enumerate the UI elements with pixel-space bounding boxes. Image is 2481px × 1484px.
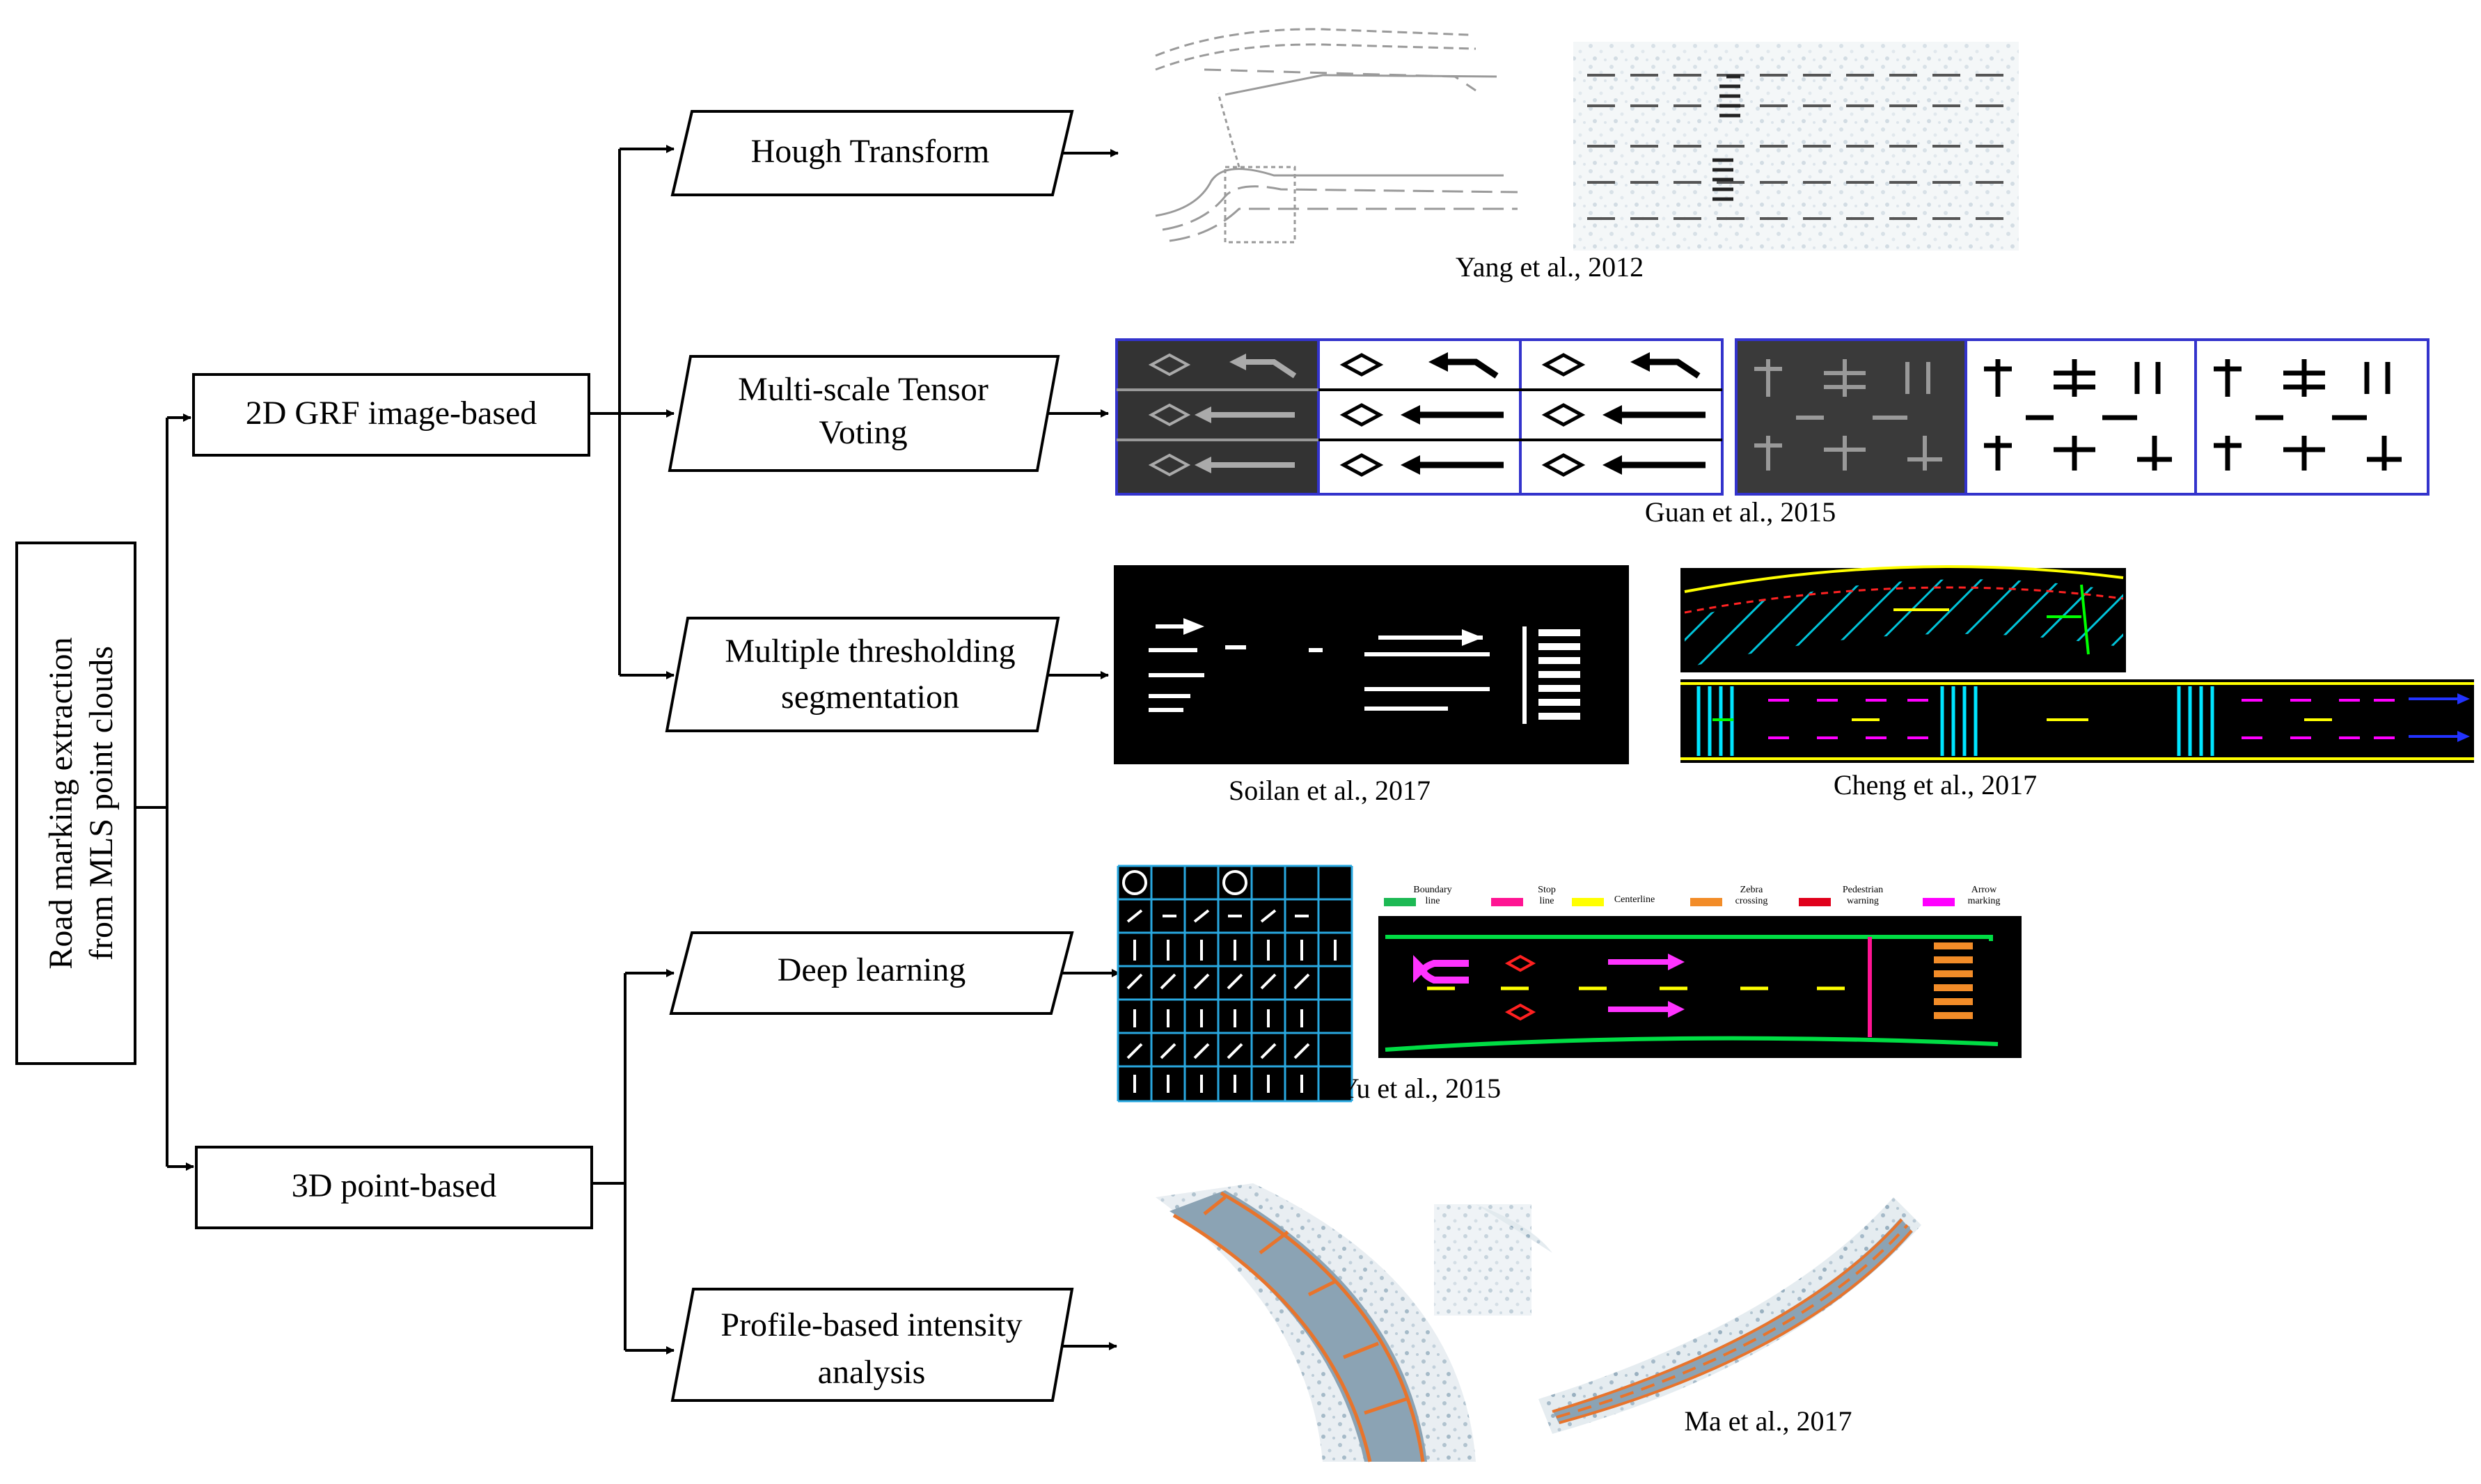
legend-swatch-stop [1491,898,1523,906]
method-profile: Profile-based intensity analysis [670,1288,1074,1402]
legend-arrow-line1: Arrow [1971,885,1997,895]
method-tensor-line1: Multi-scale Tensor [738,371,989,408]
method-hough-line1: Hough Transform [751,133,990,170]
yang-image-right [1573,42,2019,251]
method-tensor-line2: Voting [819,414,907,451]
caption-yu: Yu et al., 2015 [1339,1073,1501,1104]
method-image-arrows [1048,149,1120,1350]
caption-yang: Yang et al., 2012 [1456,251,1644,283]
category-grf: 2D GRF image-based [192,373,590,457]
legend-swatch-pedestrian [1799,898,1831,906]
method-threshold-line1: Multiple thresholding [725,633,1015,670]
legend-arrow-line2: marking [1968,896,2001,906]
caption-ma: Ma et al., 2017 [1684,1405,1852,1437]
method-tensor: Multi-scale Tensor Voting [668,355,1060,472]
legend-boundary-line1: Boundary [1413,885,1451,895]
legend-zebra-line1: Zebra [1740,885,1763,895]
cheng-image [1680,565,2474,763]
method-deep-line1: Deep learning [778,952,966,988]
method-threshold: Multiple thresholding segmentation [665,617,1060,732]
caption-soilan: Soilan et al., 2017 [1229,775,1431,806]
legend-swatch-boundary [1384,898,1416,906]
guan-panel-right [1735,338,2429,496]
root-node: Road marking extraction from MLS point c… [15,542,136,1065]
legend-swatch-arrow [1923,898,1955,906]
category-connectors [589,145,675,1355]
legend-zebra-line2: crossing [1735,896,1768,906]
method-threshold-line2: segmentation [781,679,959,716]
yu-road-image [1378,916,2022,1058]
method-hough: Hough Transform [670,110,1074,196]
method-profile-line2: analysis [818,1354,926,1391]
category-point: 3D point-based [195,1146,593,1229]
legend-pedestrian-line2: warning [1847,896,1879,906]
category-point-label: 3D point-based [292,1167,497,1204]
method-deep: Deep learning [669,931,1074,1015]
caption-cheng: Cheng et al., 2017 [1834,769,2037,800]
legend-centerline-line1: Centerline [1614,894,1655,905]
yu-legend: Boundary line Stop line Centerline Zebra… [1384,885,2000,906]
legend-swatch-centerline [1572,898,1604,906]
guan-panel-left [1115,338,1724,496]
ma-image-left [1156,1183,1552,1462]
soilan-image [1114,565,1629,764]
caption-guan: Guan et al., 2015 [1645,496,1836,528]
legend-stop-line2: line [1540,896,1554,906]
ma-image-right [1538,1197,1921,1434]
root-label-line2: from MLS point clouds [83,646,120,961]
yu-symbol-grid [1117,865,1353,1103]
legend-boundary-line2: line [1426,896,1440,906]
yang-image-left [1155,28,1518,244]
legend-stop-line1: Stop [1538,885,1556,895]
root-label-line1: Road marking extraction [42,637,79,969]
legend-pedestrian-line1: Pedestrian [1843,885,1883,895]
legend-swatch-zebra [1690,898,1722,906]
method-profile-line1: Profile-based intensity [720,1307,1022,1343]
root-connectors [135,413,194,1171]
category-grf-label: 2D GRF image-based [246,395,537,432]
